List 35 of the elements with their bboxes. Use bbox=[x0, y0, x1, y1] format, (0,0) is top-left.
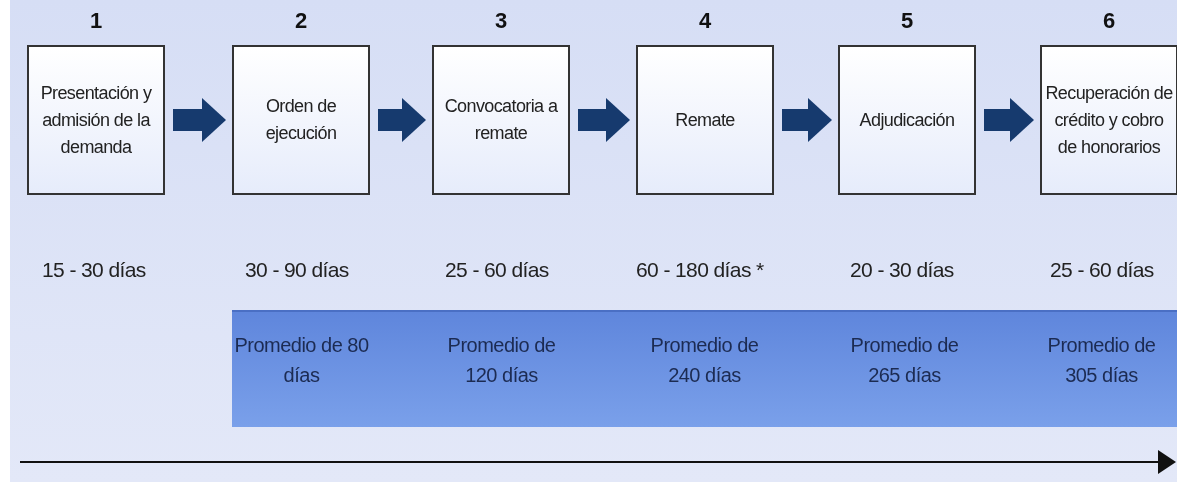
duration-label: 15 - 30 días bbox=[42, 258, 146, 282]
step-label: Recuperación de crédito y cobro de honorarios bbox=[1044, 81, 1174, 159]
chevron-arrow bbox=[378, 98, 426, 142]
step-number: 6 bbox=[1101, 8, 1117, 34]
process-box bbox=[636, 45, 774, 195]
process-box bbox=[838, 45, 976, 195]
process-box bbox=[432, 45, 570, 195]
duration-label: 20 - 30 días bbox=[850, 258, 954, 282]
step-label: Convocatoria a remate bbox=[443, 95, 559, 145]
step-label: Orden de ejecución bbox=[264, 95, 338, 145]
step-number: 4 bbox=[697, 8, 713, 34]
average-label: Promedio de 305 días bbox=[1046, 333, 1157, 388]
step-label: Adjudicación bbox=[858, 108, 956, 132]
duration-label: 25 - 60 días bbox=[445, 258, 549, 282]
chevron-arrow bbox=[984, 98, 1034, 142]
step-number: 1 bbox=[88, 8, 104, 34]
duration-label: 30 - 90 días bbox=[245, 258, 349, 282]
average-label: Promedio de 120 días bbox=[446, 333, 557, 388]
chevron-arrow bbox=[782, 98, 832, 142]
chevron-arrow bbox=[578, 98, 630, 142]
average-label: Promedio de 240 días bbox=[649, 333, 760, 388]
step-label: Presentación y admisión de la demanda bbox=[39, 81, 153, 159]
process-box bbox=[1040, 45, 1177, 195]
step-number: 2 bbox=[293, 8, 309, 34]
average-label: Promedio de 265 días bbox=[849, 333, 960, 388]
step-number: 5 bbox=[899, 8, 915, 34]
duration-label: 60 - 180 días * bbox=[636, 258, 764, 282]
process-box bbox=[232, 45, 370, 195]
step-number: 3 bbox=[493, 8, 509, 34]
duration-label: 25 - 60 días bbox=[1050, 258, 1154, 282]
chevron-arrow bbox=[173, 98, 226, 142]
step-label: Remate bbox=[674, 108, 736, 132]
average-band bbox=[232, 310, 1177, 427]
average-label: Promedio de 80 días bbox=[234, 333, 369, 388]
process-box bbox=[27, 45, 165, 195]
